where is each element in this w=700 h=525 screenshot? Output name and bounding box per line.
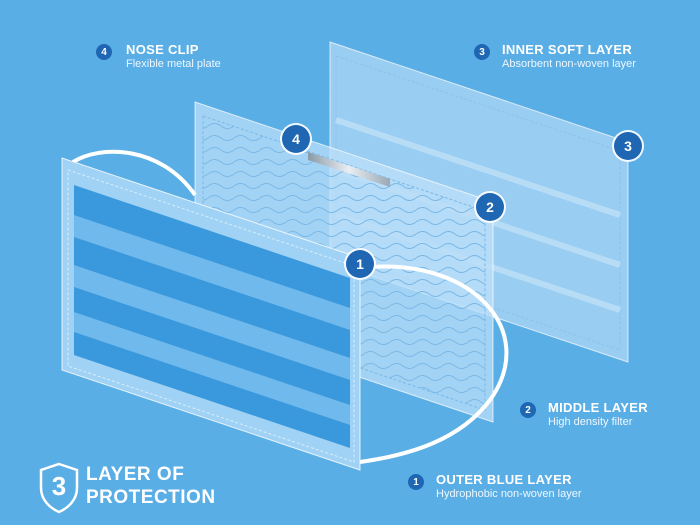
inner-layer-subtitle: Absorbent non-woven layer	[502, 58, 636, 70]
middle-layer-title: MIDDLE LAYER	[548, 400, 648, 415]
nose-clip-metal	[308, 152, 390, 187]
nose-clip-title: NOSE CLIP	[126, 42, 199, 57]
protection-number: 3	[51, 471, 67, 501]
inner-layer-title: INNER SOFT LAYER	[502, 42, 633, 57]
outer-layer-title: OUTER BLUE LAYER	[436, 472, 572, 487]
outer-layer-label: 1 OUTER BLUE LAYER Hydrophobic non-woven…	[408, 472, 582, 500]
outer-blue-layer	[61, 157, 361, 471]
middle-layer-badge: 2	[520, 402, 536, 418]
nose-clip-badge: 4	[96, 44, 112, 60]
ear-loop-back	[71, 149, 197, 197]
middle-layer-subtitle: High density filter	[548, 416, 633, 428]
marker-4: 4	[282, 125, 310, 153]
marker-3: 3	[614, 132, 642, 160]
ear-loop-front	[359, 264, 509, 464]
marker-1: 1	[346, 250, 374, 278]
outer-layer-subtitle: Hydrophobic non-woven layer	[436, 488, 582, 500]
protection-line1: LAYER OF	[86, 464, 185, 485]
middle-layer-label: 2 MIDDLE LAYER High density filter	[520, 400, 648, 428]
marker-2: 2	[476, 193, 504, 221]
outer-layer-badge: 1	[408, 474, 424, 490]
nose-clip-subtitle: Flexible metal plate	[126, 58, 221, 70]
protection-line2: PROTECTION	[86, 487, 216, 508]
shield-icon	[39, 462, 79, 514]
nose-clip-label: 4 NOSE CLIP Flexible metal plate	[96, 42, 221, 70]
inner-layer-badge: 3	[474, 44, 490, 60]
inner-layer-label: 3 INNER SOFT LAYER Absorbent non-woven l…	[474, 42, 636, 70]
protection-title: 3 LAYER OF PROTECTION	[38, 462, 278, 516]
